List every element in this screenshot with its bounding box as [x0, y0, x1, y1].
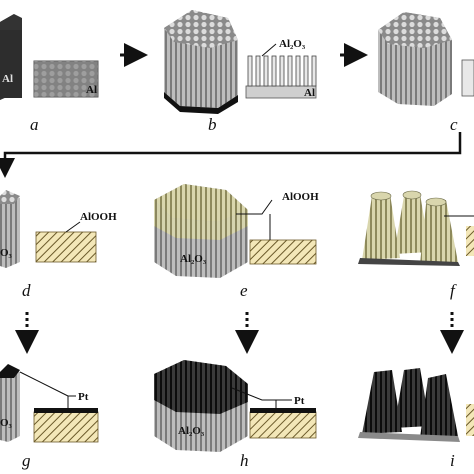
d-alooh-label: AlOOH [80, 211, 117, 223]
e-alooh-cross-section [249, 239, 317, 265]
f-base [358, 258, 460, 266]
panel-b: Al₂O₃ Al b [164, 10, 317, 134]
d-cylinder-label: O₃ [0, 247, 13, 259]
g-pt-top [0, 364, 20, 378]
i-base [358, 432, 460, 442]
f-pillar-3-top [425, 197, 447, 207]
al-block-front [0, 30, 22, 98]
released-cylinder-top [378, 12, 452, 48]
connector-c-d [0, 132, 462, 178]
g-pt-label: Pt [78, 391, 89, 403]
panel-h: Al₂O₃ Pt h [154, 360, 317, 470]
g-pt-layer [34, 408, 98, 413]
h-pt-coating [154, 360, 248, 414]
e-alooh-label: AlOOH [282, 191, 319, 203]
leader-pt-g1 [19, 371, 69, 397]
panel-label-h: h [240, 451, 249, 470]
leader-alooh-e1 [236, 199, 273, 215]
al-block-label: Al [2, 73, 13, 85]
released-cross-section [461, 59, 474, 97]
h-pt-label: Pt [294, 395, 305, 407]
panel-label-d: d [22, 281, 31, 300]
panel-d: O₃ AlOOH d [0, 190, 117, 300]
d-cylinder-body [0, 192, 20, 268]
alumina-cylinder-base [164, 92, 238, 114]
h-alooh-cross-section [249, 411, 317, 439]
leader-alooh-d [65, 221, 81, 233]
al-substrate-label: Al [86, 84, 97, 96]
e-alooh-coating [154, 184, 248, 222]
leader-pt-h1 [231, 387, 292, 401]
g-cylinder-body [0, 366, 20, 442]
leader-al2o3 [261, 43, 277, 57]
f-pillar-1 [362, 194, 400, 260]
g-cylinder-label: O₃ [0, 417, 13, 429]
d-cylinder-top [0, 190, 20, 204]
alumina-cylinder-top [164, 10, 238, 48]
f-pillar-1-top [370, 191, 392, 201]
e-alooh-coating-front [154, 200, 248, 240]
panel-e: Al₂O₃ AlOOH e [154, 184, 319, 300]
d-alooh-layer [35, 231, 97, 263]
i-pillar-1 [362, 370, 402, 434]
f-cross-section [466, 226, 474, 256]
alumina-cross-section [245, 55, 317, 99]
panel-label-c: c [450, 115, 458, 134]
panel-label-g: g [22, 451, 31, 470]
panel-f: f [358, 190, 474, 300]
al2o3-label: Al₂O₃ [279, 38, 306, 50]
f-pillar-2-top [402, 190, 422, 200]
panel-label-b: b [208, 115, 217, 134]
panel-label-f: f [450, 281, 457, 300]
al-substrate-texture [34, 61, 98, 97]
g-alooh-layer [33, 411, 99, 443]
panel-label-a: a [30, 115, 39, 134]
panel-g: O₃ Pt g [0, 364, 99, 470]
i-pillar-2 [394, 368, 430, 428]
al-base-label: Al [304, 87, 315, 99]
panel-c: c [378, 12, 474, 134]
h-pt-cross-section [250, 408, 316, 413]
panel-label-i: i [450, 451, 455, 470]
f-pillar-2 [394, 194, 430, 254]
panel-i: i [358, 368, 474, 470]
panel-label-e: e [240, 281, 248, 300]
e-cylinder-label: Al₂O₃ [180, 253, 207, 265]
panel-a: Al Al a [0, 14, 99, 134]
h-cylinder-label: Al₂O₃ [178, 425, 205, 437]
i-pillar-3 [420, 374, 458, 438]
i-cross-section [466, 404, 474, 436]
f-pillar-3 [420, 200, 458, 264]
